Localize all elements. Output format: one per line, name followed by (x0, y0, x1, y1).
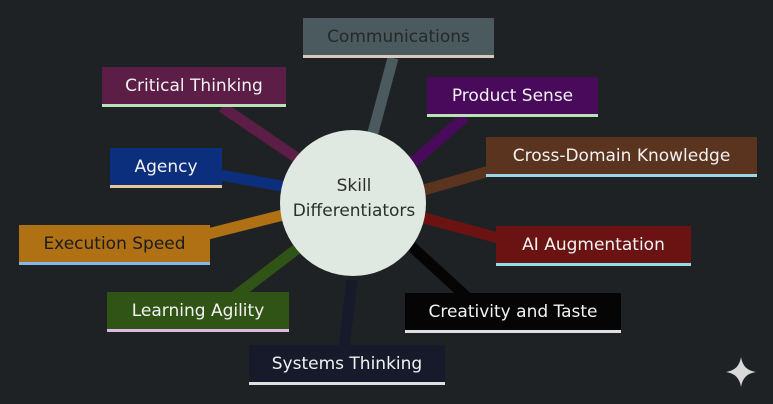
connector-systems-thinking (338, 279, 358, 349)
connector-ai-augmentation (422, 212, 508, 246)
connector-learning-agility (226, 240, 306, 305)
sparkle-icon (726, 357, 756, 387)
center-line-2: Differentiators (292, 201, 416, 221)
node-communications[interactable]: Communications (303, 18, 494, 58)
node-learning-agility[interactable]: Learning Agility (107, 292, 289, 332)
node-systems-thinking[interactable]: Systems Thinking (249, 345, 445, 385)
node-cross-domain-knowledge[interactable]: Cross-Domain Knowledge (486, 137, 757, 177)
connector-critical-thinking (218, 102, 304, 165)
center-line-1: Skill (336, 176, 372, 196)
node-product-sense[interactable]: Product Sense (427, 77, 598, 117)
node-critical-thinking[interactable]: Critical Thinking (102, 67, 286, 107)
connector-communications (365, 56, 399, 142)
center-node-label: Skill Differentiators (282, 174, 426, 224)
center-node-circle (280, 130, 426, 276)
node-execution-speed[interactable]: Execution Speed (19, 225, 210, 265)
node-creativity-and-taste[interactable]: Creativity and Taste (405, 293, 621, 333)
node-ai-augmentation[interactable]: AI Augmentation (496, 226, 691, 266)
connector-creativity (406, 240, 474, 305)
node-agency[interactable]: Agency (110, 148, 222, 188)
connector-execution-speed (198, 208, 289, 242)
connector-agency (219, 169, 288, 193)
connector-product-sense (406, 112, 469, 170)
